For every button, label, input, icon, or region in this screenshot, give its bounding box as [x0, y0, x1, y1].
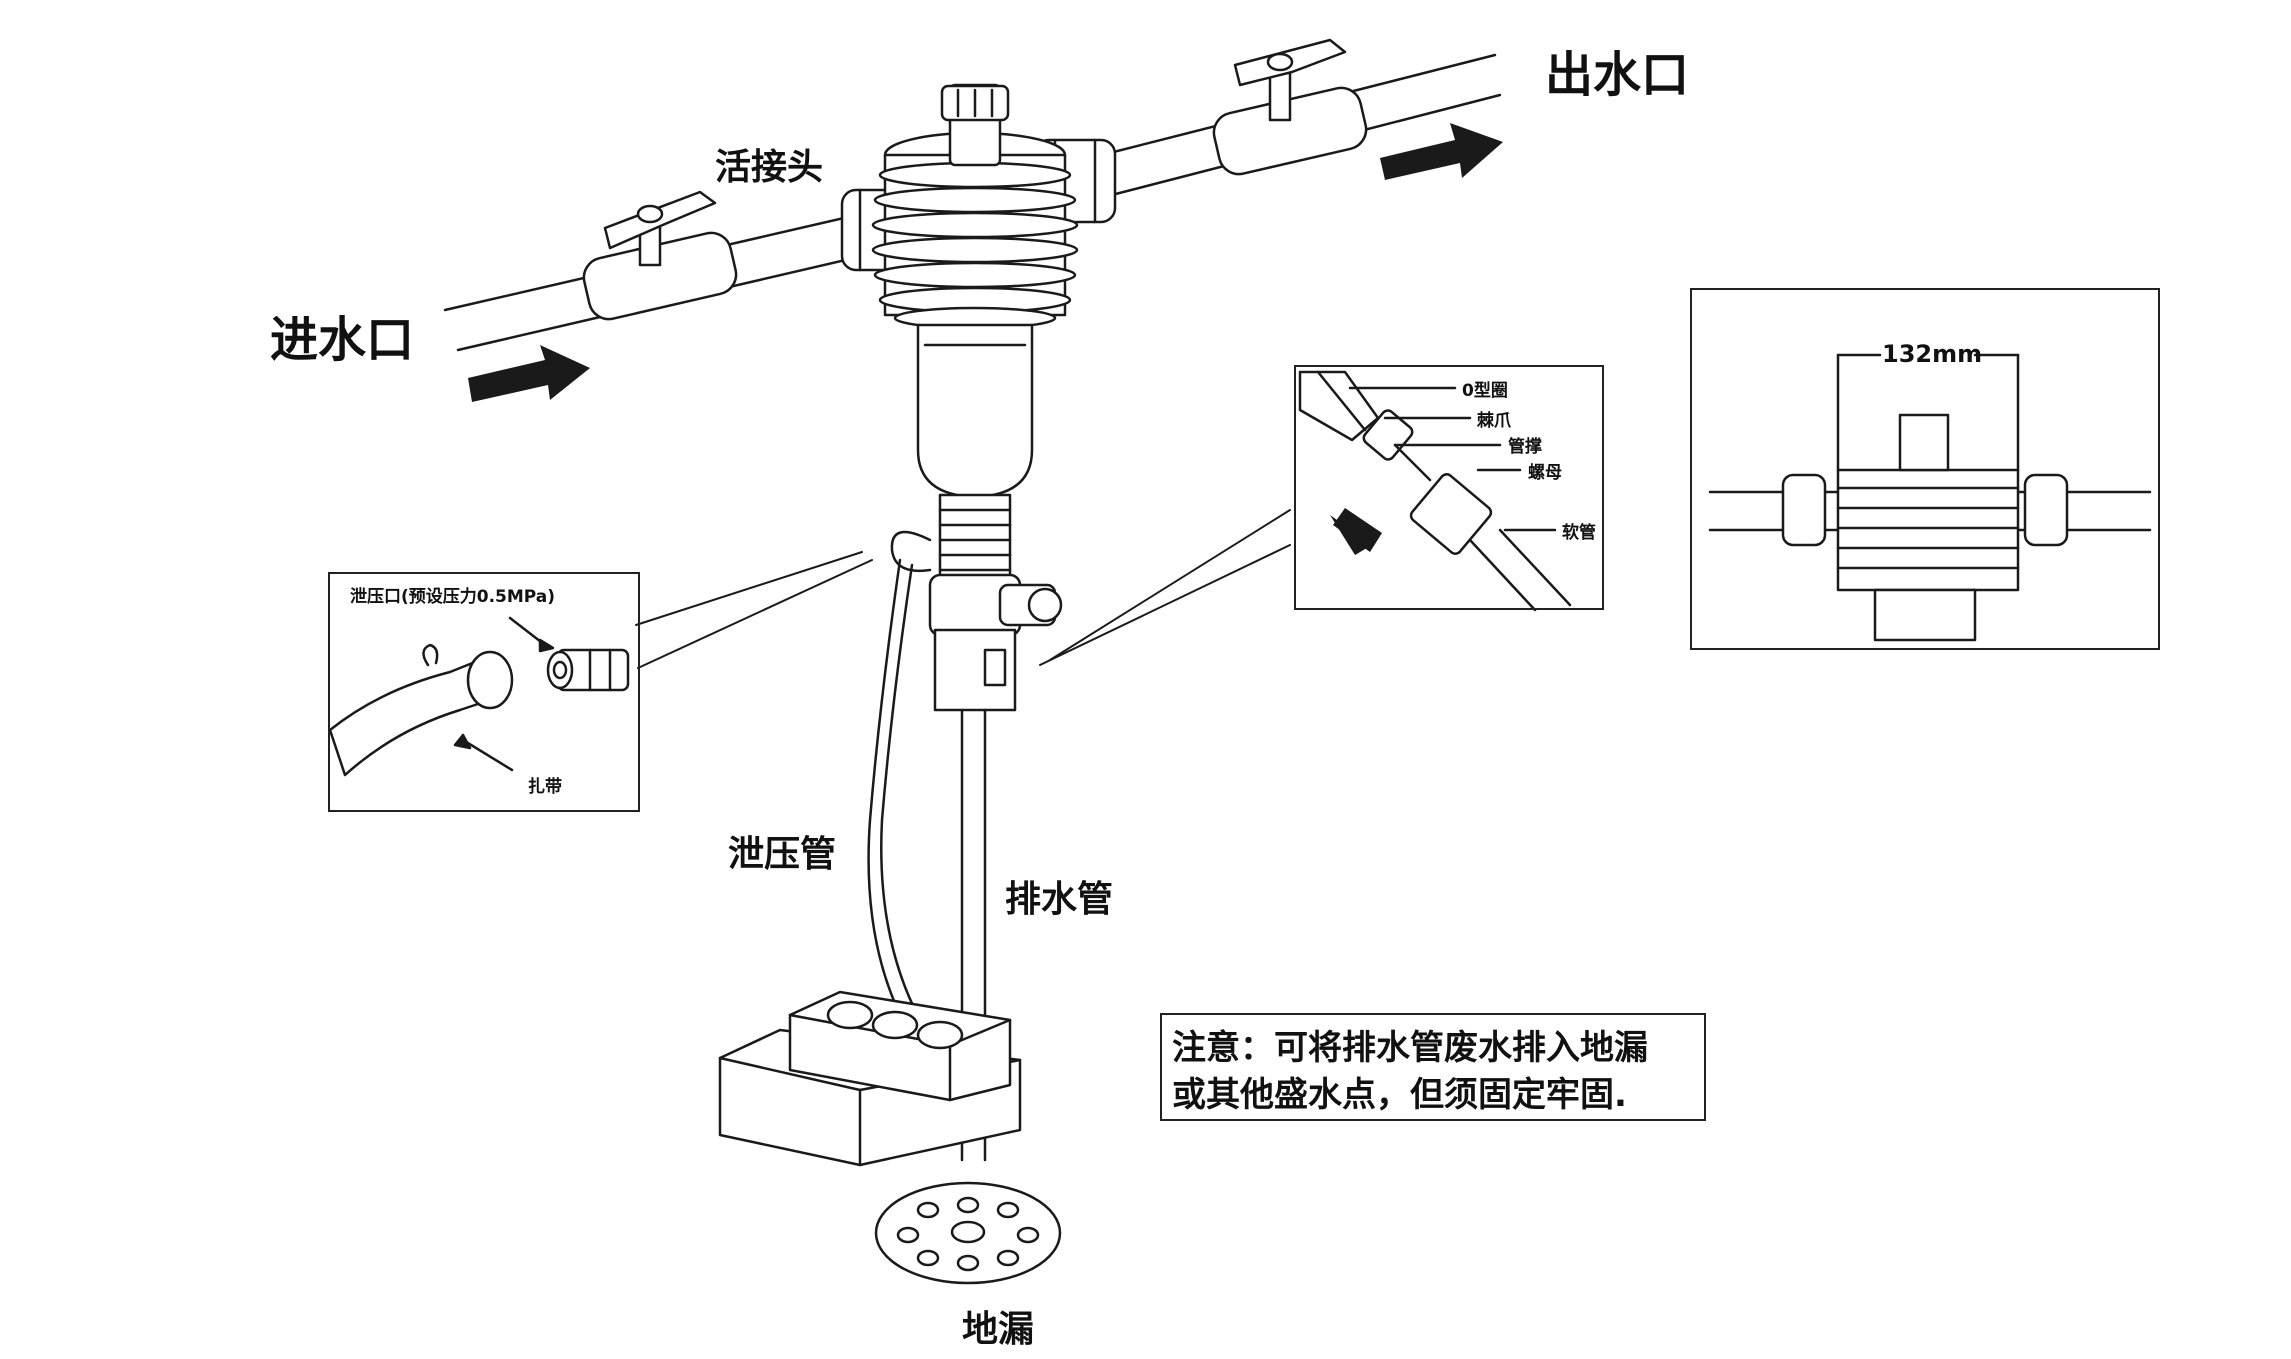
- hose-fitting-inset: [1294, 365, 1604, 610]
- note-line-1: 注意：可将排水管废水排入地漏: [1172, 1028, 1648, 1068]
- filter-head: [871, 131, 1079, 330]
- top-knob: [940, 83, 1010, 167]
- floor-drain: [874, 1181, 1062, 1285]
- hose-label: 软管: [1562, 523, 1596, 543]
- outlet-label: 出水口: [1545, 47, 1690, 103]
- relief-tube-label: 泄压管: [728, 834, 837, 875]
- pipe-support-label: 管撑: [1508, 437, 1542, 457]
- drain-valve: [928, 493, 1063, 712]
- note-box: 注意：可将排水管废水排入地漏 或其他盛水点，但须固定牢固.: [1160, 1013, 1706, 1121]
- nut-label: 螺母: [1528, 463, 1562, 483]
- relief-inset-drawing: [328, 616, 630, 777]
- relief-port-inset: [328, 572, 640, 812]
- dimension-inset: [1690, 288, 2160, 650]
- filter-bowl: [916, 323, 1034, 499]
- outlet-arrow: [1380, 123, 1503, 180]
- leader-lines: [635, 509, 1291, 669]
- union-label: 活接头: [715, 147, 824, 188]
- bricks: [718, 990, 1022, 1167]
- strap-label: 扎带: [528, 777, 562, 797]
- hose-inset-drawing: [1298, 370, 1572, 612]
- outlet-valve: [1212, 38, 1368, 176]
- dimension-inset-drawing: [1708, 353, 2152, 642]
- inlet-arrow: [468, 345, 590, 402]
- inlet-label: 进水口: [270, 312, 415, 368]
- o-ring-label: 0型圈: [1462, 381, 1508, 401]
- note-line-2: 或其他盛水点，但须固定牢固.: [1172, 1075, 1627, 1115]
- claw-label: 棘爪: [1477, 411, 1511, 431]
- drain-pipe-label: 排水管: [1005, 879, 1114, 920]
- floor-drain-label: 地漏: [962, 1309, 1035, 1350]
- inlet-valve: [582, 190, 738, 321]
- width-dimension-label: 132mm: [1882, 340, 1983, 368]
- relief-port-label: 泄压口(预设压力0.5MPa): [350, 587, 556, 607]
